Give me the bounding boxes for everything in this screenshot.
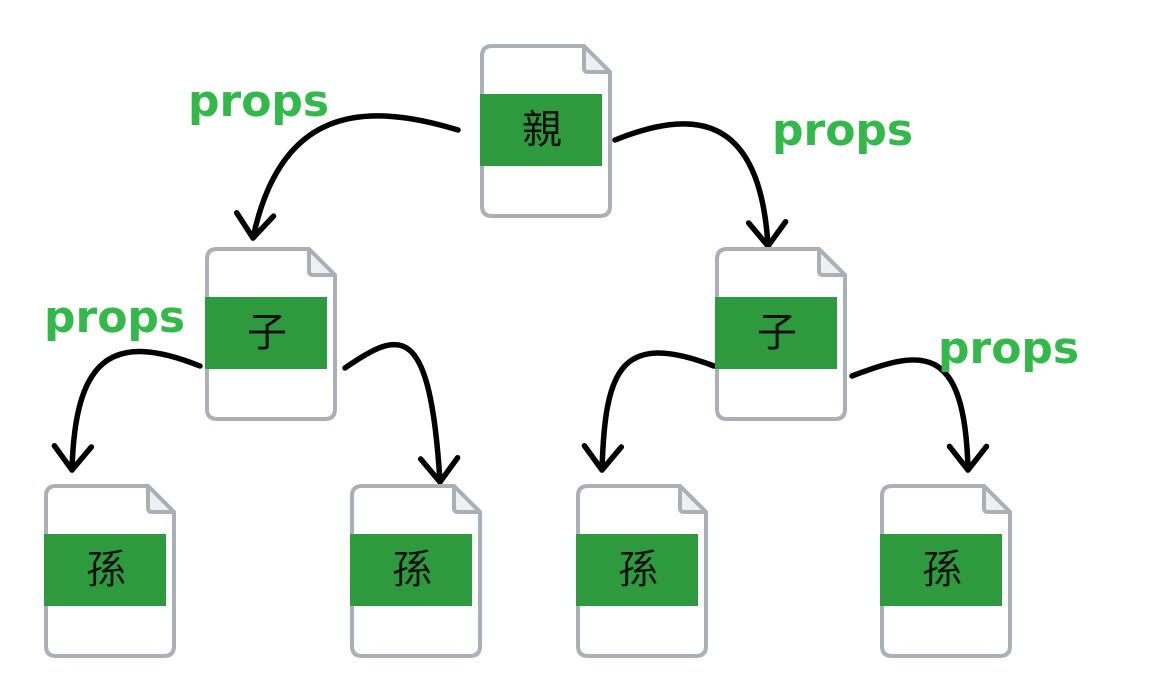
arrow-line	[612, 121, 771, 249]
node-label: 孫	[922, 547, 962, 593]
document-child-right: 子	[715, 247, 847, 421]
arrow-child-left-to-grandchild-1	[51, 348, 203, 473]
document-grandchild-1: 孫	[44, 484, 176, 658]
label-band	[880, 534, 1002, 606]
arrow-line	[849, 357, 971, 473]
page-fold-icon	[582, 44, 612, 74]
arrow-head	[51, 442, 95, 473]
arrow-head	[417, 454, 461, 485]
document-grandchild-2: 孫	[350, 484, 482, 658]
label-band	[350, 534, 472, 606]
node-label: 親	[522, 107, 562, 153]
arrow-child-right-to-grandchild-4	[849, 357, 990, 473]
arrow-head	[946, 443, 990, 473]
document-parent: 親	[480, 44, 612, 218]
edge-labels-layer: props props props props	[44, 76, 1079, 374]
props-label: props	[772, 105, 913, 156]
node-label: 子	[757, 310, 797, 356]
page-fold-icon	[982, 484, 1012, 514]
arrows-layer	[51, 113, 990, 485]
arrow-parent-to-child-right	[612, 121, 789, 249]
label-band	[576, 534, 698, 606]
document-grandchild-4: 孫	[880, 484, 1012, 658]
node-label: 孫	[618, 547, 658, 593]
arrow-child-right-to-grandchild-3	[581, 350, 717, 473]
page-fold-icon	[678, 484, 708, 514]
arrow-line	[342, 341, 443, 485]
arrow-line	[69, 348, 203, 473]
page-fold-icon	[452, 484, 482, 514]
arrow-line	[250, 113, 461, 241]
arrow-head	[745, 218, 789, 249]
label-band	[480, 94, 602, 166]
arrow-line	[599, 350, 717, 473]
node-label: 孫	[392, 547, 432, 593]
props-label: props	[44, 292, 185, 343]
node-label: 孫	[86, 547, 126, 593]
arrow-head	[233, 210, 277, 241]
document-grandchild-3: 孫	[576, 484, 708, 658]
arrow-parent-to-child-left	[233, 113, 461, 241]
document-child-left: 子	[205, 247, 337, 421]
page-fold-icon	[817, 247, 847, 277]
page-fold-icon	[307, 247, 337, 277]
label-band	[205, 297, 327, 369]
label-band	[715, 297, 837, 369]
documents-layer: 親子 子孫 孫 孫 孫	[44, 44, 1012, 658]
arrow-child-left-to-grandchild-2	[342, 341, 461, 485]
arrow-head	[581, 442, 625, 473]
props-label: props	[188, 76, 329, 127]
node-label: 子	[247, 310, 287, 356]
page-fold-icon	[146, 484, 176, 514]
label-band	[44, 534, 166, 606]
props-label: props	[938, 323, 1079, 374]
